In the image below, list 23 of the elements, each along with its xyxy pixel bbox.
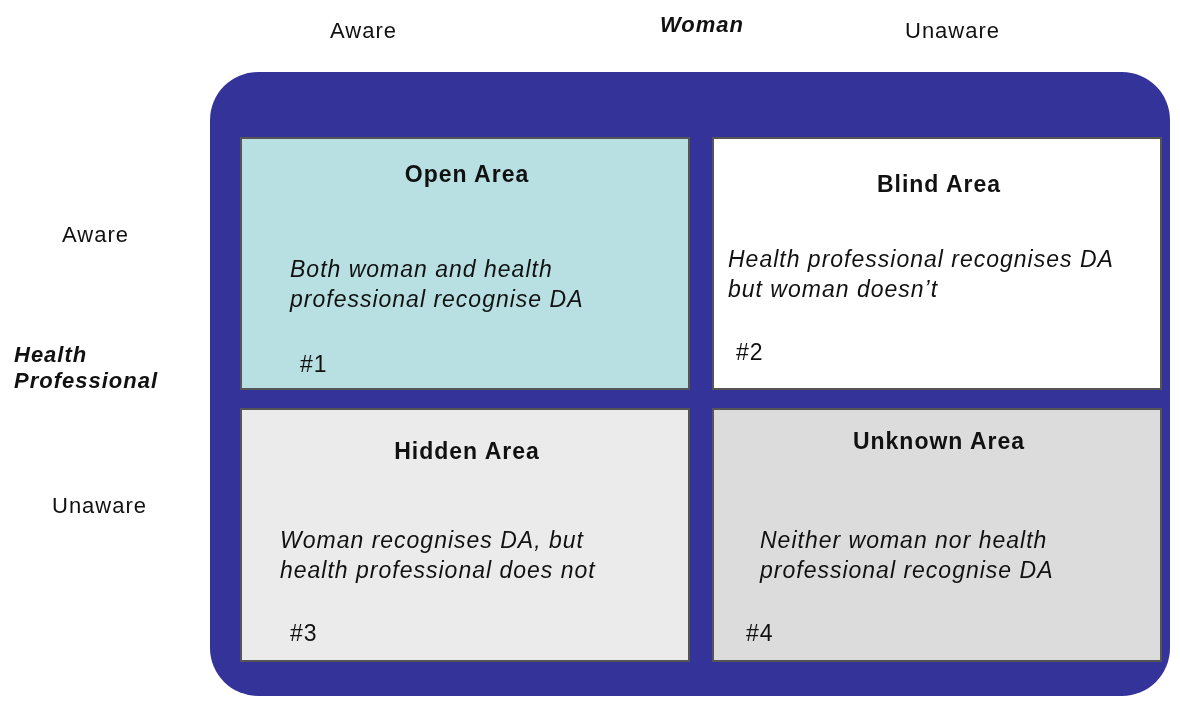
area-description: Woman recognises DA, but health professional does not [280, 526, 597, 585]
area-description: Both woman and health professional recognise DA [290, 255, 585, 314]
area-title: Unknown Area [851, 428, 1027, 455]
quadrant-box [240, 137, 690, 390]
axis-label: Aware [62, 222, 129, 248]
outer-frame [210, 72, 1170, 696]
area-number: #4 [746, 620, 774, 647]
area-title: Open Area [403, 161, 531, 188]
area-title: Hidden Area [393, 438, 541, 465]
axis-title: Woman [660, 12, 745, 38]
area-number: #2 [736, 339, 764, 366]
area-number: #1 [300, 351, 328, 378]
axis-title: Health Professional [14, 342, 160, 394]
area-description: Neither woman nor health professional recognise DA [760, 526, 1055, 585]
area-number: #3 [290, 620, 318, 647]
area-title: Blind Area [875, 171, 1003, 198]
quadrant-box [712, 408, 1162, 662]
quadrant-box [240, 408, 690, 662]
axis-label: Aware [330, 18, 397, 44]
area-description: Health professional recognises DA but woman doesn’t [728, 245, 1114, 304]
axis-label: Unaware [905, 18, 1001, 44]
quadrant-box [712, 137, 1162, 390]
axis-label: Unaware [52, 493, 148, 519]
